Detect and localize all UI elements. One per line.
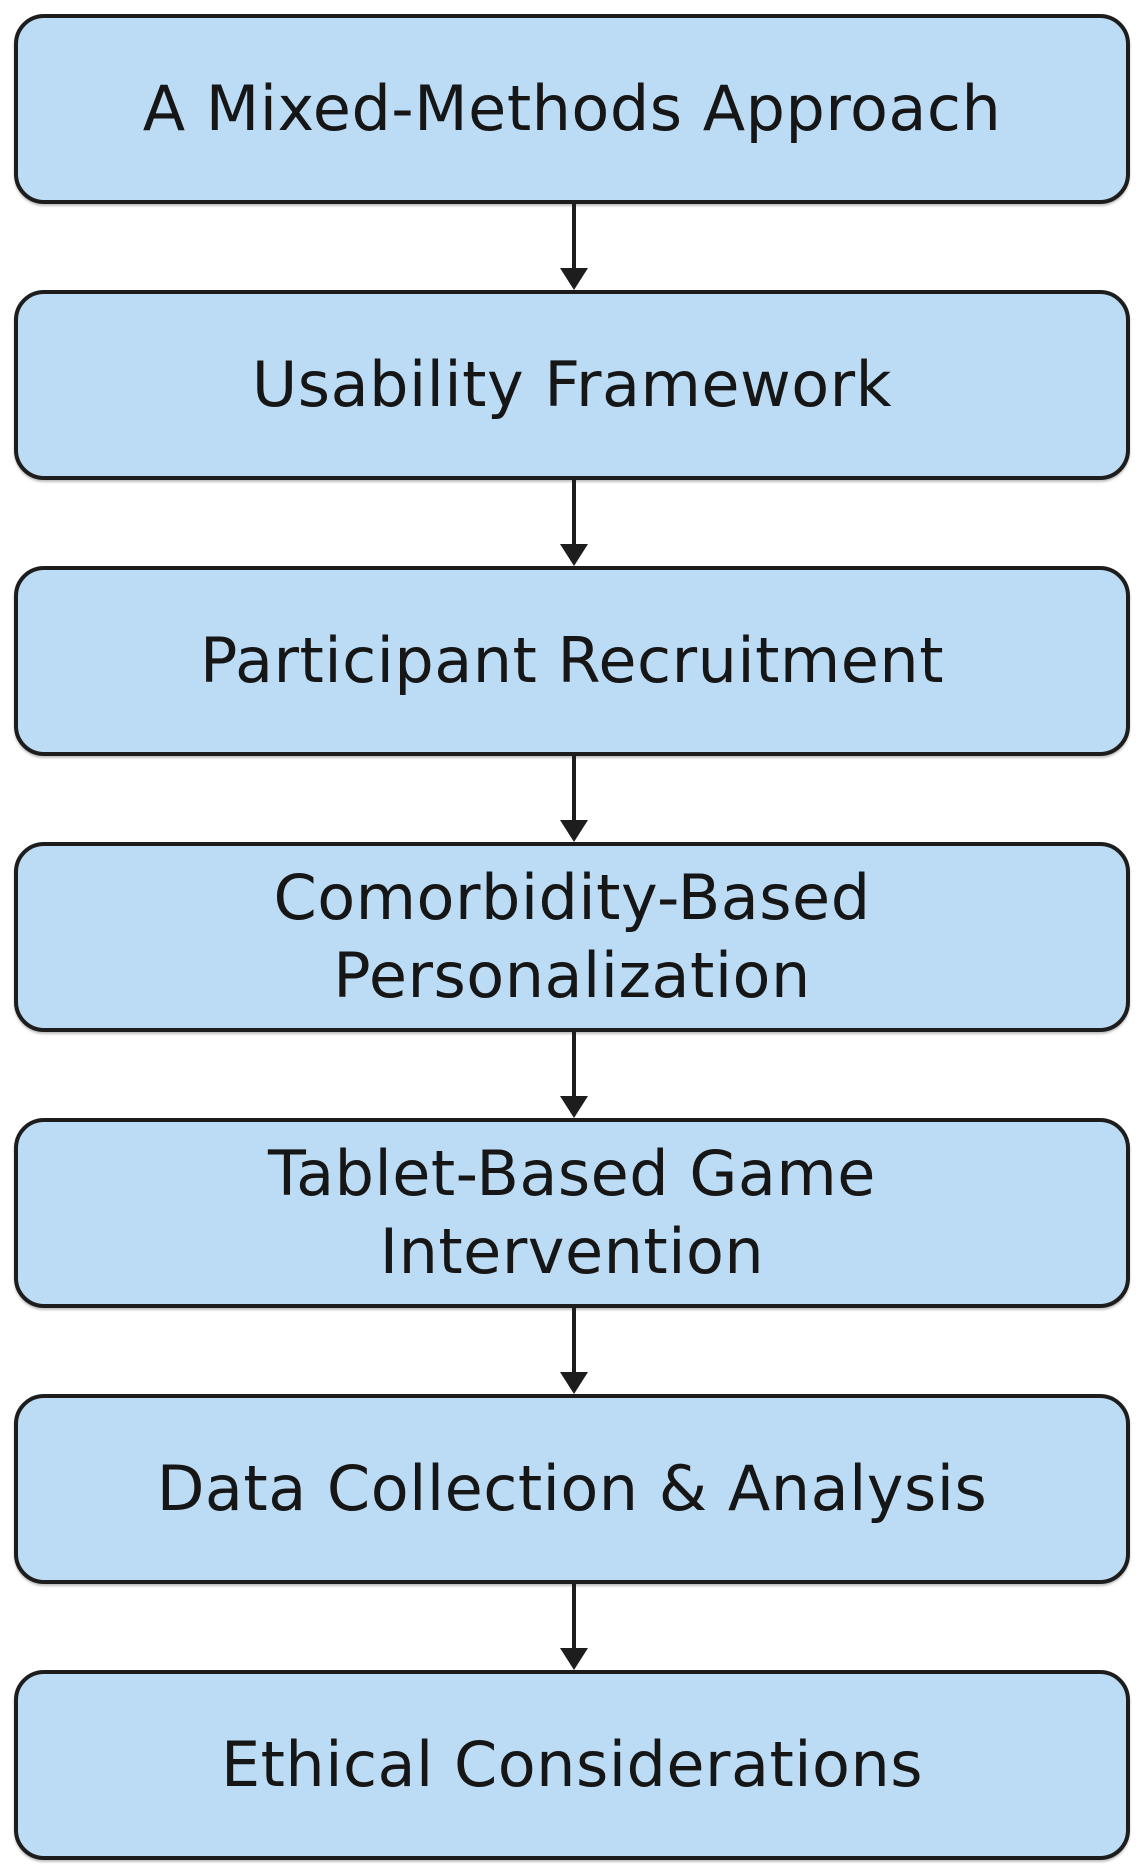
step-box-usability-framework: Usability Framework [14, 290, 1130, 480]
step-box-data-collection: Data Collection & Analysis [14, 1394, 1130, 1584]
arrow-down-icon [560, 204, 588, 290]
arrow-connector [560, 756, 588, 842]
step-box-comorbidity-personalization: Comorbidity-Based Personalization [14, 842, 1130, 1032]
arrow-down-icon [560, 1308, 588, 1394]
step-label: Data Collection & Analysis [156, 1452, 988, 1525]
arrow-down-icon [560, 1584, 588, 1670]
step-label: Ethical Considerations [220, 1728, 924, 1801]
step-label: Comorbidity-Based Personalization [273, 861, 871, 1012]
arrow-connector [560, 1032, 588, 1118]
arrow-connector [560, 1308, 588, 1394]
arrow-down-icon [560, 1032, 588, 1118]
step-label: Tablet-Based Game Intervention [268, 1137, 876, 1288]
arrow-connector [560, 204, 588, 290]
arrow-down-icon [560, 480, 588, 566]
step-box-mixed-methods: A Mixed-Methods Approach [14, 14, 1130, 204]
step-label: Usability Framework [251, 348, 893, 421]
arrow-down-icon [560, 756, 588, 842]
step-box-tablet-game-intervention: Tablet-Based Game Intervention [14, 1118, 1130, 1308]
step-label: Participant Recruitment [199, 624, 945, 697]
step-box-ethical-considerations: Ethical Considerations [14, 1670, 1130, 1860]
arrow-connector [560, 480, 588, 566]
arrow-connector [560, 1584, 588, 1670]
step-label: A Mixed-Methods Approach [142, 72, 1002, 145]
step-box-participant-recruitment: Participant Recruitment [14, 566, 1130, 756]
